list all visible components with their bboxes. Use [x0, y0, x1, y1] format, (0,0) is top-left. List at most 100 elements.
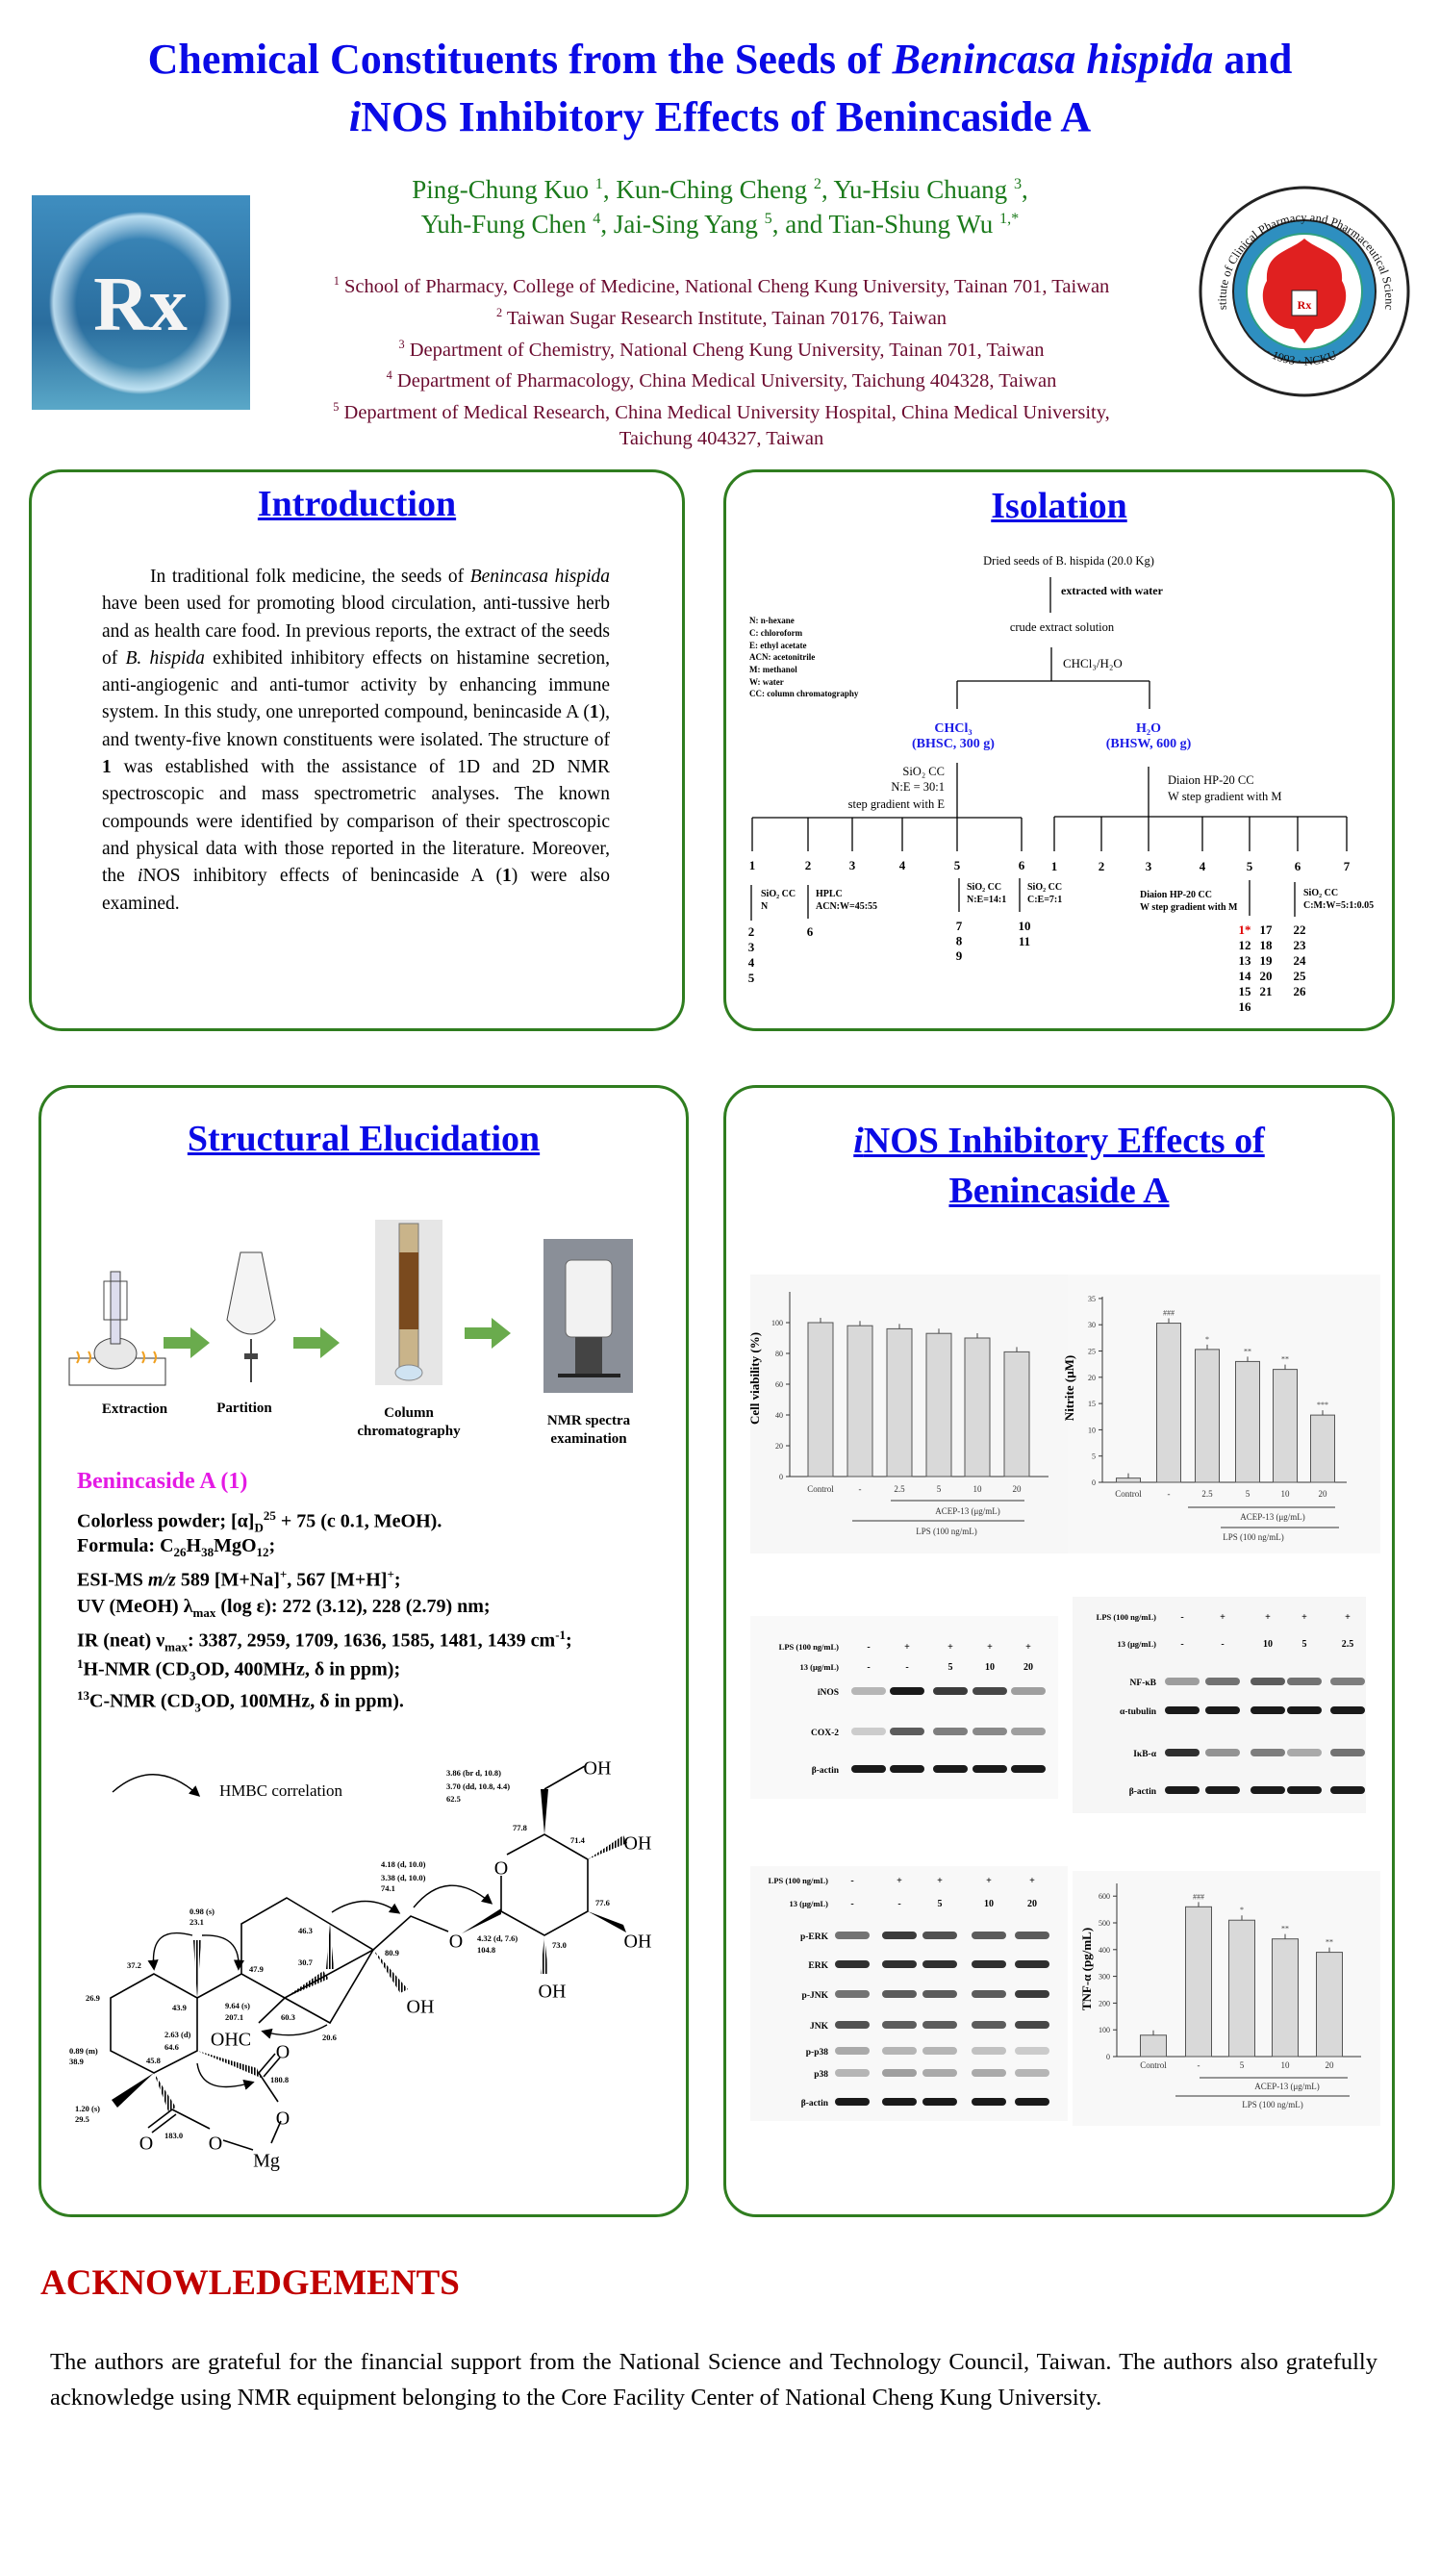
bar — [807, 1322, 834, 1477]
spec-text: H — [186, 1535, 202, 1556]
y-tick-label: 20 — [1088, 1374, 1096, 1382]
group-label: ACEP-13 (μg/mL) — [1240, 1512, 1305, 1522]
protein-band — [972, 1960, 1006, 1968]
protein-band — [933, 1687, 968, 1695]
spec-text: Colorless powder; [α] — [77, 1510, 255, 1532]
protein-band — [933, 1728, 968, 1735]
y-tick-label: 5 — [1092, 1452, 1096, 1461]
nmr-shift-label: 3.70 (dd, 10.8, 4.4) — [446, 1781, 510, 1791]
compound-number: 5 — [748, 971, 755, 985]
structural-heading: Structural Elucidation — [187, 1119, 541, 1159]
protein-band — [1165, 1749, 1200, 1756]
protein-band — [1015, 2098, 1049, 2106]
protein-label: p-JNK — [802, 1991, 829, 2001]
y-tick-label: 10 — [1088, 1426, 1096, 1434]
nmr-spectrometer-photo — [543, 1239, 633, 1393]
x-tick-label: 20 — [1326, 2060, 1335, 2070]
compound-number: 8 — [956, 934, 963, 948]
protein-band — [1165, 1786, 1200, 1794]
y-tick-label: 0 — [1106, 2053, 1110, 2061]
inos-heading-line2: Benincaside A — [948, 1171, 1170, 1211]
spec-text: (log ε): 272 (3.12), 228 (2.79) nm; — [215, 1596, 491, 1617]
nmr-shift-label: 71.4 — [570, 1835, 586, 1845]
bar — [1235, 1360, 1260, 1483]
treatment-value: 2.5 — [1342, 1639, 1354, 1650]
treatment-value: - — [867, 1642, 870, 1653]
spec-text: ; — [393, 1569, 401, 1591]
spec-ir: IR (neat) νmax: 3387, 2959, 1709, 1636, … — [77, 1624, 572, 1659]
column-methods: SiO₂ CC N:E = 30:1 step gradient with E … — [848, 765, 1282, 811]
left-method-line: N:E = 30:1 — [891, 780, 945, 794]
protein-band — [882, 2021, 917, 2029]
step-column-label: Column chromatography — [357, 1405, 461, 1439]
bar — [1195, 1349, 1220, 1483]
bar-chart: 0100200300400500600Control-###5*10**20**… — [1079, 1883, 1361, 2109]
spec-uv: UV (MeOH) λmax (log ε): 272 (3.12), 228 … — [77, 1595, 491, 1625]
right-method-line: Diaion HP-20 CC — [1168, 773, 1254, 787]
affil-text: School of Pharmacy, College of Medicine,… — [339, 275, 1110, 297]
author-sep: , — [821, 175, 834, 204]
atom-label: OH — [584, 1758, 612, 1780]
x-tick-label: Control — [1140, 2060, 1167, 2070]
group-label: ACEP-13 (μg/mL) — [1254, 2082, 1320, 2091]
compound-number: 20 — [1260, 969, 1273, 983]
abbreviation-legend: N: n-hexane C: chloroform E: ethyl aceta… — [749, 616, 859, 698]
author-name: Kun-Ching Cheng — [616, 175, 814, 204]
fractions-main: CHCl₃ (BHSC, 300 g) H₂O (BHSW, 600 g) — [912, 721, 1192, 751]
protein-band — [882, 1960, 917, 1968]
right-method-line: W step gradient with M — [1168, 790, 1282, 803]
atom-label: O — [139, 2134, 153, 2155]
compound-number: 15 — [1239, 984, 1252, 998]
x-tick-label: 2.5 — [1201, 1489, 1213, 1499]
protein-label: iNOS — [818, 1688, 839, 1698]
spec-sub: 12 — [256, 1545, 269, 1559]
intro-text-segment: 1 — [589, 702, 599, 723]
treatment-value: 10 — [984, 1899, 994, 1909]
spec-text: : 3387, 2959, 1709, 1636, 1585, 1481, 14… — [188, 1629, 556, 1652]
compound-number: 11 — [1019, 934, 1030, 948]
treatment-value: - — [850, 1876, 853, 1886]
nmr-shift-label: 104.8 — [477, 1945, 495, 1955]
protein-band — [1011, 1765, 1046, 1773]
treatment-label: 13 (μg/mL) — [790, 1899, 829, 1908]
y-tick-label: 35 — [1088, 1295, 1096, 1303]
protein-band — [1287, 1749, 1322, 1756]
y-axis-label: TNF-α (pg/mL) — [1079, 1928, 1094, 2010]
group-label: LPS (100 ng/mL) — [1223, 1532, 1284, 1542]
protein-band — [922, 1932, 957, 1939]
treatment-value: 5 — [1302, 1639, 1307, 1650]
spec-text: C-NMR (CD — [89, 1690, 195, 1712]
y-tick-label: 0 — [1092, 1478, 1096, 1487]
protein-band — [1251, 1706, 1285, 1714]
flowchart-lines — [750, 577, 1348, 921]
title-species: Benincasa hispida — [892, 36, 1214, 83]
treatment-label: LPS (100 ng/mL) — [1097, 1612, 1157, 1622]
y-tick-label: 0 — [779, 1473, 783, 1481]
hmbc-arrows — [112, 1774, 493, 2090]
fraction-number: 5 — [1247, 859, 1253, 873]
author-name: Ping-Chung Kuo — [412, 175, 595, 204]
protein-band — [1205, 1678, 1240, 1685]
treatment-value: 5 — [948, 1662, 953, 1673]
spec-text: , 567 [M+H] — [287, 1569, 388, 1591]
fraction-number: 3 — [849, 858, 856, 872]
nmr-shift-label: 30.7 — [298, 1957, 314, 1967]
affil-num: 1 — [333, 274, 340, 288]
spec-sup: + — [387, 1567, 394, 1581]
spec-sub: max — [192, 1605, 216, 1620]
author-sep: , — [600, 210, 614, 239]
protein-band — [1015, 1932, 1049, 1939]
author-sep: , — [602, 175, 617, 204]
protein-band — [922, 1960, 957, 1968]
spec-sup: 25 — [263, 1508, 276, 1523]
protein-band — [851, 1765, 886, 1773]
affil-text: Department of Chemistry, National Cheng … — [404, 339, 1045, 361]
affil-num: 4 — [386, 368, 392, 383]
x-tick-label: 10 — [1281, 2060, 1291, 2070]
intro-text-segment: exhibited inhibitory effects on histamin… — [102, 647, 610, 723]
compound-number: 25 — [1294, 969, 1307, 983]
affil-num: 5 — [333, 400, 340, 415]
separatory-funnel-icon — [226, 1251, 276, 1382]
